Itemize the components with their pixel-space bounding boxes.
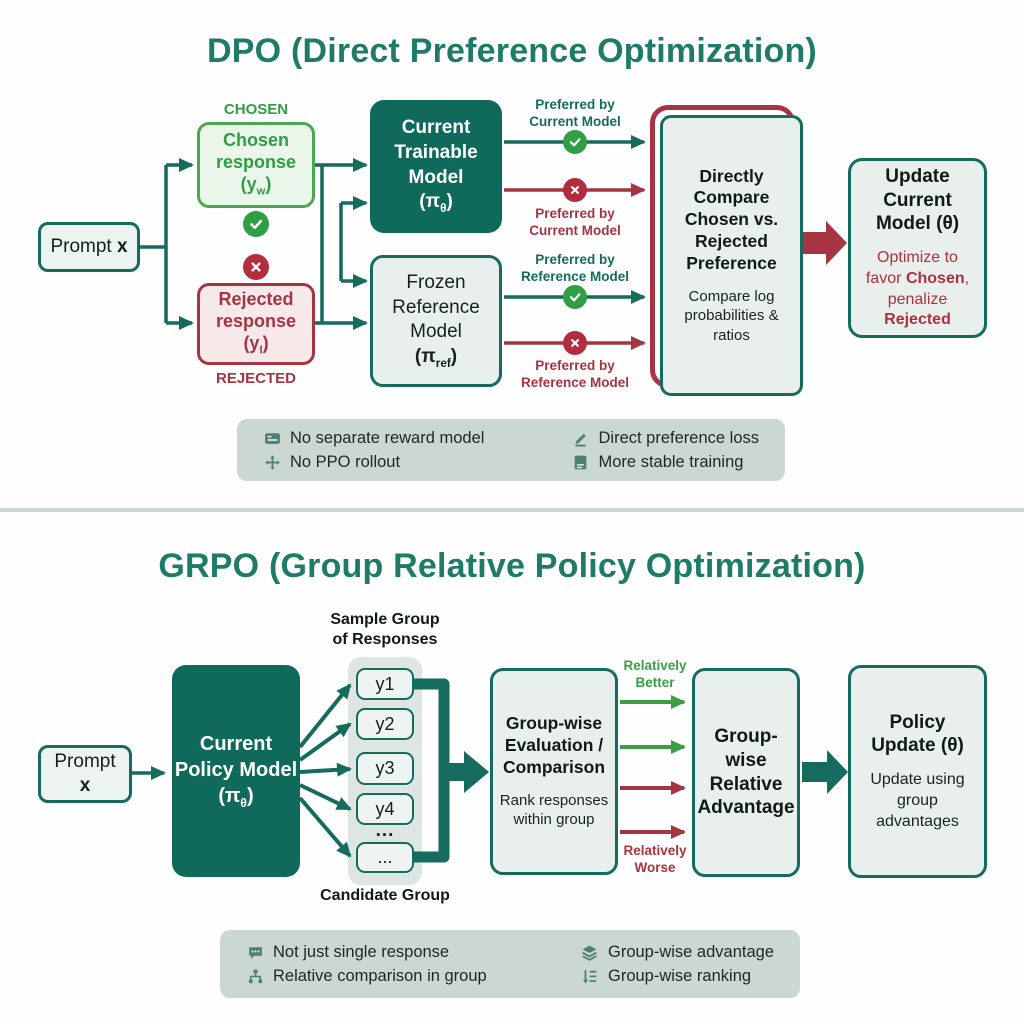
response-more-box: ... <box>356 842 414 873</box>
check-icon <box>563 285 587 309</box>
dpo-benefit-item: More stable training <box>572 453 759 472</box>
chosen-response-box: Chosen response (yw) <box>197 122 315 208</box>
frozen-reference-model-box: Frozen Reference Model (πref) <box>370 255 502 387</box>
rejected-response-label: Rejected response <box>215 289 297 332</box>
preferred-by-reference-label-positive: Preferred by Reference Model <box>520 252 630 284</box>
grpo-benefit-item: Group-wise ranking <box>581 967 774 986</box>
compare-box: Directly Compare Chosen vs. Rejected Pre… <box>660 115 803 396</box>
rejected-symbol: (yl) <box>243 333 269 357</box>
chosen-response-label: Chosen response <box>215 130 297 173</box>
chat-icon <box>246 943 264 961</box>
check-icon <box>243 211 269 237</box>
current-trainable-model-box: Current Trainable Model (πθ) <box>370 100 502 233</box>
cross-icon <box>243 254 269 280</box>
response-y4-box: y4 <box>356 793 414 825</box>
cross-icon <box>563 331 587 355</box>
dpo-benefit-item: No PPO rollout <box>263 453 484 472</box>
dpo-title: DPO (Direct Preference Optimization) <box>207 32 817 70</box>
layers-icon <box>581 943 599 961</box>
grpo-benefit-item: Not just single response <box>246 943 487 962</box>
preferred-by-current-label-positive: Preferred by Current Model <box>529 97 621 129</box>
group-evaluation-box: Group-wise Evaluation / Comparison Rank … <box>490 668 618 875</box>
dpo-benefit-item: No separate reward model <box>263 429 484 448</box>
preference-loss-icon <box>572 429 590 447</box>
reference-model-label: Frozen Reference Model <box>392 271 480 343</box>
dpo-prompt-box: Prompt x <box>38 222 140 272</box>
grpo-benefits-panel: Not just single response Relative compar… <box>220 930 800 998</box>
dpo-benefit-item: Direct preference loss <box>572 429 759 448</box>
update-subtext: Optimize to favor Chosen, penalize Rejec… <box>865 249 970 329</box>
chosen-symbol: (yw) <box>240 174 272 198</box>
current-model-symbol: (πθ) <box>419 191 453 216</box>
hierarchy-icon <box>246 967 264 985</box>
ellipsis-label: ... <box>375 820 395 841</box>
compare-heading: Directly Compare Chosen vs. Rejected Pre… <box>684 165 779 274</box>
ranking-icon <box>581 967 599 985</box>
reference-model-symbol: (πref) <box>414 345 458 370</box>
prompt-variable: x <box>116 236 128 257</box>
rejected-response-box: Rejected response (yl) <box>197 283 315 365</box>
policy-model-symbol: (πθ) <box>218 784 254 810</box>
policy-update-subtext: Update using group advantages <box>870 771 965 830</box>
advantage-label: Group-wise Relative Advantage <box>697 726 795 819</box>
evaluation-heading: Group-wise Evaluation / Comparison <box>502 713 606 777</box>
relatively-worse-label: Relatively Worse <box>623 843 687 875</box>
current-model-label: Current Trainable Model <box>394 117 478 188</box>
dpo-benefits-panel: No separate reward model No PPO rollout … <box>237 419 785 481</box>
chosen-tag: CHOSEN <box>223 101 289 118</box>
current-policy-model-box: Current Policy Model (πθ) <box>172 665 300 877</box>
prompt-label: Prompt <box>50 236 112 257</box>
rejected-tag: REJECTED <box>215 370 297 387</box>
prompt-variable: x <box>79 775 91 796</box>
grpo-prompt-box: Prompt x <box>38 745 132 803</box>
response-y2-box: y2 <box>356 708 414 740</box>
stable-training-icon <box>572 453 590 471</box>
check-icon <box>563 130 587 154</box>
grpo-benefit-item: Relative comparison in group <box>246 967 487 986</box>
policy-model-label: Current Policy Model <box>174 732 298 781</box>
policy-update-box: Policy Update (θ) Update using group adv… <box>848 665 987 878</box>
response-y1-box: y1 <box>356 668 414 700</box>
cross-icon <box>563 178 587 202</box>
compare-subtext: Compare log probabilities & ratios <box>684 287 779 344</box>
section-divider <box>0 508 1024 512</box>
candidate-group-label: Candidate Group <box>320 887 450 904</box>
group-advantage-box: Group-wise Relative Advantage <box>692 668 800 877</box>
compare-box-outer: Directly Compare Chosen vs. Rejected Pre… <box>650 105 803 396</box>
reward-model-icon <box>263 429 281 447</box>
response-y3-box: y3 <box>356 752 414 785</box>
prompt-label: Prompt <box>54 751 116 773</box>
evaluation-subtext: Rank responses within group <box>499 791 609 829</box>
preferred-by-current-label-negative: Preferred by Current Model <box>529 206 621 238</box>
policy-update-heading: Policy Update (θ) <box>871 711 964 757</box>
sample-group-label: Sample Group of Responses <box>330 611 440 648</box>
update-heading: Update Current Model (θ) <box>875 165 960 235</box>
ppo-rollout-icon <box>263 453 281 471</box>
preferred-by-reference-label-negative: Preferred by Reference Model <box>520 358 630 390</box>
grpo-title: GRPO (Group Relative Policy Optimization… <box>158 547 866 585</box>
update-model-box: Update Current Model (θ) Optimize to fav… <box>848 158 987 338</box>
grpo-benefit-item: Group-wise advantage <box>581 943 774 962</box>
relatively-better-label: Relatively Better <box>623 658 687 690</box>
